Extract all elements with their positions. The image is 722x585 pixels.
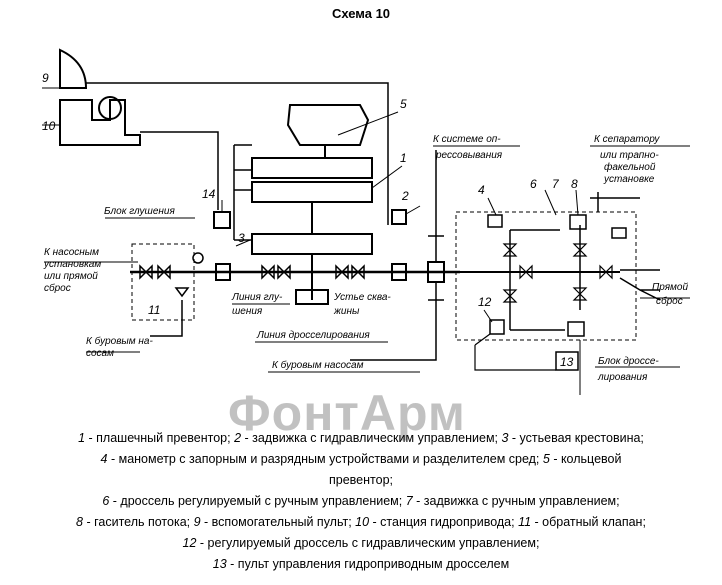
label-block-choke-2: лирования <box>597 372 648 383</box>
manometer-4 <box>487 214 503 228</box>
label-block-choke-1: Блок дроссе- <box>598 356 659 367</box>
callout-10: 10 <box>42 119 56 133</box>
label-to-separator-4: установке <box>603 174 655 185</box>
manometer-kill <box>192 252 204 264</box>
hydraulic-valve-left <box>215 263 231 281</box>
legend-text: - задвижка с ручным управлением; <box>412 494 620 508</box>
hydraulic-valve-2 <box>391 263 407 281</box>
diagram-title: Схема 10 <box>331 6 391 21</box>
legend-line: 12 - регулируемый дроссель с гидравличес… <box>6 533 716 554</box>
label-to-pressure-1: К системе оп- <box>433 134 501 145</box>
legend-text: - вспомогательный пульт; <box>200 515 356 529</box>
legend-text: - манометр с запорным и разрядным устрой… <box>107 452 543 466</box>
label-wellhead-2: жины <box>333 306 360 317</box>
legend-text: - кольцевой <box>549 452 622 466</box>
legend-number: 13 <box>212 557 227 571</box>
legend-text: - пульт управления гидроприводным дроссе… <box>226 557 510 571</box>
callout-3: 3 <box>238 231 245 245</box>
label-from-pumps-2: установкам <box>43 259 101 270</box>
label-choke-line: Линия дросселирования <box>256 330 370 341</box>
legend-text: - станция гидропривода; <box>369 515 519 529</box>
callout-9: 9 <box>42 71 49 85</box>
legend-text: - дроссель регулируемый с ручным управле… <box>109 494 406 508</box>
hydraulic-station-pump-icon <box>98 96 122 120</box>
legend-text: - плашечный превентор; <box>85 431 235 445</box>
callout-14: 14 <box>202 187 216 201</box>
label-to-rig-pumps-bottom: К буровым насосам <box>272 359 364 371</box>
main-line-valves <box>139 264 365 280</box>
legend-number: 8 <box>76 515 83 529</box>
scheme-diagram: 9 10 5 1 2 3 14 4 6 7 8 11 12 13 Блок гл… <box>42 48 690 395</box>
watermark: ФонтАрм <box>228 385 466 441</box>
label-from-pumps-3: или прямой <box>44 271 98 282</box>
legend-number: 11 <box>518 515 532 529</box>
callout-5: 5 <box>400 97 407 111</box>
hydraulic-choke-12 <box>489 319 505 335</box>
label-to-rig-pumps-2: сосам <box>86 348 114 359</box>
callout-12: 12 <box>478 295 492 309</box>
label-direct-2: сброс <box>656 295 683 307</box>
callout-7: 7 <box>552 177 560 191</box>
label-to-separator-2: или трапно- <box>600 150 659 161</box>
label-kill-line-1: Линия глу- <box>231 292 283 303</box>
callout-4: 4 <box>478 183 485 197</box>
callout-1: 1 <box>400 151 407 165</box>
legend-line: 4 - манометр с запорным и разрядным устр… <box>6 449 716 470</box>
callout-11: 11 <box>148 303 160 317</box>
ram-preventer-1-a <box>251 157 373 179</box>
hydraulic-station-10 <box>59 99 141 146</box>
hydraulic-valve-2-upper <box>391 209 407 225</box>
kill-block-outline <box>131 243 195 321</box>
callout-6: 6 <box>530 177 537 191</box>
label-from-pumps-4: сброс <box>44 282 71 294</box>
legend-number: 4 <box>100 452 108 466</box>
label-kill-line-2: шения <box>232 306 263 317</box>
legend-number: 12 <box>182 536 197 550</box>
legend: 1 - плашечный превентор; 2 - задвижка с … <box>6 428 716 575</box>
label-to-rig-pumps-1: К буровым на- <box>86 335 153 347</box>
legend-line: превентор; <box>6 470 716 491</box>
annular-preventer-5 <box>286 104 370 146</box>
label-wellhead-1: Устье сква- <box>333 292 391 303</box>
legend-text: - устьевая крестовина; <box>508 431 644 445</box>
label-block-kill: Блок глушения <box>104 206 175 217</box>
legend-text: превентор; <box>329 473 393 487</box>
flow-damper-lower <box>567 321 585 337</box>
legend-number: 10 <box>355 515 370 529</box>
label-direct-1: Прямой <box>652 282 688 293</box>
legend-number: 2 <box>234 431 242 445</box>
label-to-pressure-2: рессовывания <box>435 150 503 161</box>
callout-13: 13 <box>560 355 574 369</box>
legend-text: - задвижка с гидравлическим управлением; <box>241 431 502 445</box>
legend-line: 1 - плашечный превентор; 2 - задвижка с … <box>6 428 716 449</box>
legend-number: 6 <box>102 494 110 508</box>
flow-damper-8 <box>569 214 587 230</box>
legend-number: 7 <box>405 494 413 508</box>
legend-line: 6 - дроссель регулируемый с ручным управ… <box>6 491 716 512</box>
label-from-pumps-1: К насосным <box>44 247 99 258</box>
label-to-separator-3: факельной <box>604 161 656 173</box>
hydraulic-valve-14 <box>213 211 231 229</box>
legend-line: 8 - гаситель потока; 9 - вспомогательный… <box>6 512 716 533</box>
choke-block-outline <box>455 211 637 341</box>
legend-line: 13 - пульт управления гидроприводным дро… <box>6 554 716 575</box>
ram-preventer-1-c <box>251 233 373 255</box>
legend-number: 3 <box>501 431 509 445</box>
legend-text: - обратный клапан; <box>531 515 646 529</box>
choke-control-panel-13 <box>555 351 579 371</box>
legend-number: 9 <box>193 515 201 529</box>
callout-8: 8 <box>571 177 578 191</box>
legend-text: - гаситель потока; <box>83 515 194 529</box>
ram-preventer-1-b <box>251 181 373 203</box>
label-to-separator-1: К сепаратору <box>594 134 660 145</box>
legend-number: 1 <box>78 431 86 445</box>
callout-2: 2 <box>401 189 409 203</box>
check-valve-11 <box>174 287 190 298</box>
wellhead-cross-3 <box>295 289 329 305</box>
auxiliary-panel-9 <box>59 48 88 89</box>
legend-number: 5 <box>542 452 550 466</box>
legend-text: - регулируемый дроссель с гидравлическим… <box>196 536 540 550</box>
